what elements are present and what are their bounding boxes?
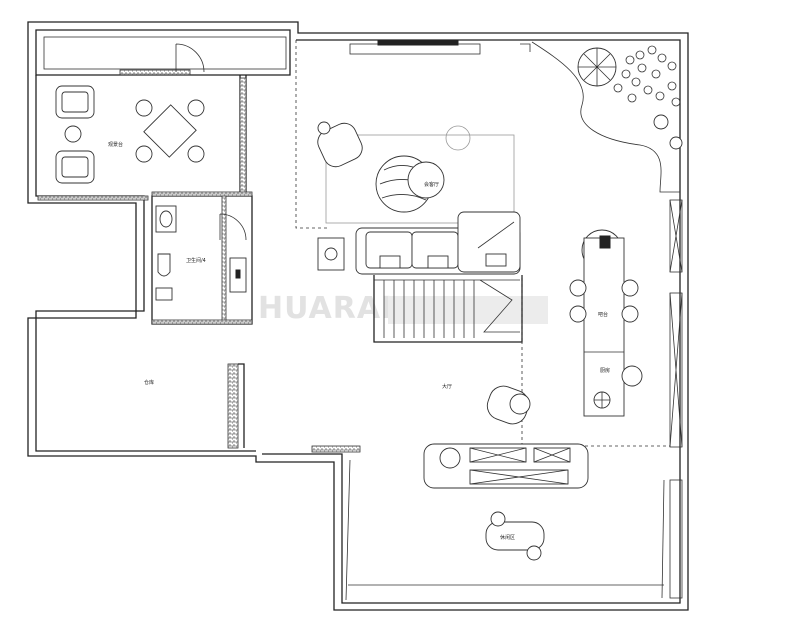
label-bar: 吧台 — [598, 311, 608, 318]
reading-area: 休闲区 — [485, 511, 545, 561]
watermark-logo — [388, 296, 548, 324]
label-storage: 仓库 — [144, 379, 154, 386]
label-bathroom: 卫生间/4 — [186, 257, 206, 264]
bar-area: 吧台 厨房 — [569, 229, 643, 417]
tea-area: 会客厅 — [295, 40, 515, 271]
interior-walls — [37, 43, 361, 453]
label-hall: 大厅 — [442, 383, 452, 390]
label-terrace: 观景台 — [108, 141, 123, 148]
hall-chair: 大厅 — [442, 383, 531, 425]
outer-walls — [27, 21, 689, 611]
garden-area — [531, 41, 683, 193]
bathroom-fixtures: 卫生间/4 — [155, 205, 247, 301]
sofa — [355, 211, 521, 275]
watermark-text: HUARAI — [258, 291, 393, 326]
label-tea: 会客厅 — [424, 181, 439, 188]
cabinet-unit — [423, 443, 589, 489]
label-reading: 休闲区 — [500, 534, 515, 541]
balcony-furniture: 观景台 — [55, 85, 205, 184]
label-kitchen: 厨房 — [600, 367, 610, 374]
